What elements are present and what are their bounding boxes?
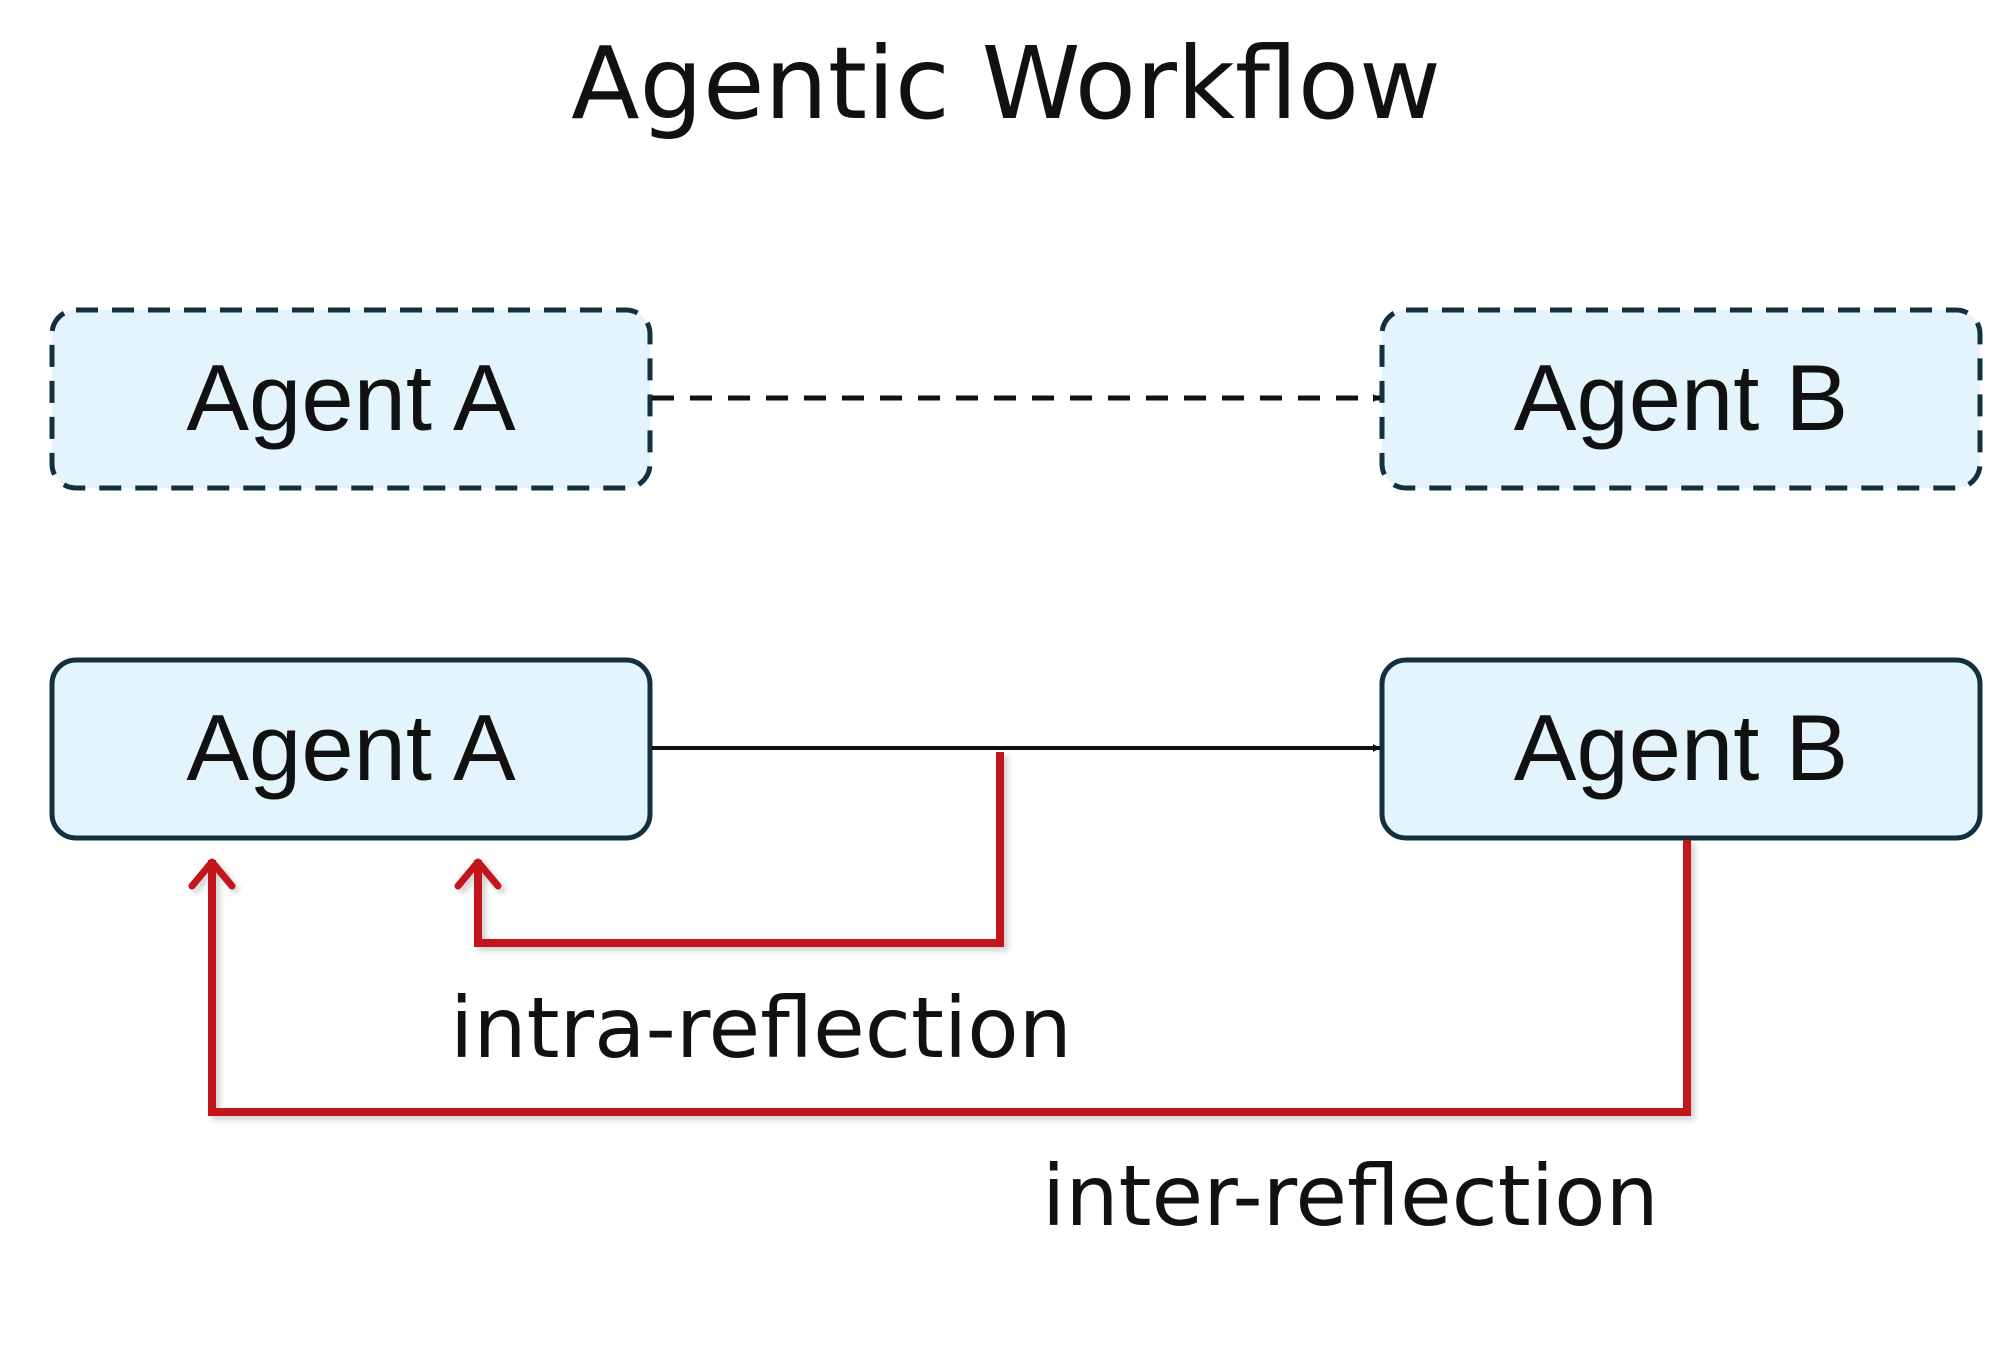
intra-reflection-label: intra-reflection bbox=[450, 979, 1072, 1077]
agent-a-label: Agent A bbox=[186, 695, 516, 800]
agent-b-dashed-label: Agent B bbox=[1514, 345, 1848, 450]
agent-a-dashed-box bbox=[49, 307, 653, 491]
inter-reflection-arrowhead bbox=[188, 858, 236, 890]
inter-reflection-arrow bbox=[208, 840, 1691, 1116]
reflection-loops bbox=[188, 752, 1691, 1116]
row-solid: Agent A Agent B bbox=[49, 657, 1983, 841]
agent-b-dashed-box bbox=[1379, 307, 1983, 491]
agent-b-label: Agent B bbox=[1514, 695, 1848, 800]
agent-a-box bbox=[49, 657, 653, 841]
inter-reflection-label: inter-reflection bbox=[1042, 1147, 1659, 1245]
agent-b-box bbox=[1379, 657, 1983, 841]
agent-a-dashed-label: Agent A bbox=[186, 345, 516, 450]
row-dashed: Agent A Agent B bbox=[49, 307, 1983, 491]
diagram-title: Agentic Workflow bbox=[571, 25, 1441, 142]
intra-reflection-arrowhead bbox=[454, 858, 502, 890]
intra-reflection-arrow bbox=[474, 752, 1004, 947]
